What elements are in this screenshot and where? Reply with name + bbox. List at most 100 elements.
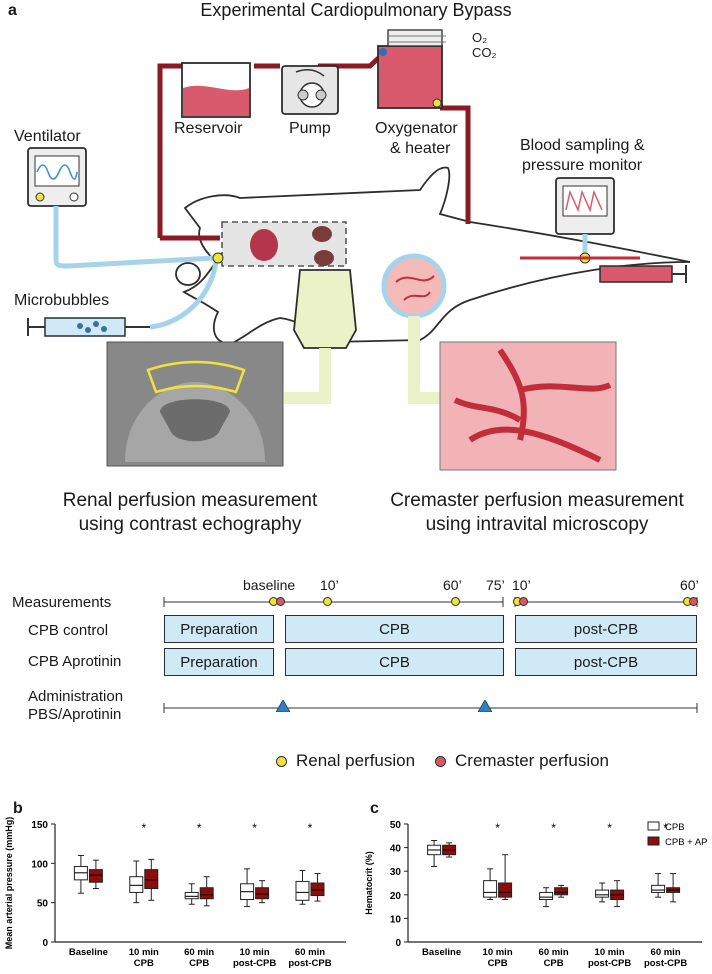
microbubbles-label: Microbubbles	[14, 292, 110, 309]
x-tick-label: CPB	[488, 958, 508, 969]
oxygenator-icon	[377, 29, 446, 109]
renal-caption-line2: using contrast echography	[78, 514, 302, 535]
blood-syringe-icon	[599, 265, 687, 283]
ultrasound-probe-icon	[284, 269, 357, 404]
x-tick-label: post-CPB	[644, 958, 687, 969]
echography-image	[106, 341, 284, 467]
box-iqr	[483, 880, 498, 898]
time-label-75: 75’	[486, 577, 505, 593]
oxygenator-label: Oxygenator	[375, 120, 458, 137]
renal-dot-10	[323, 597, 332, 606]
significance-marker: *	[252, 821, 257, 835]
box-iqr	[651, 884, 666, 893]
microbubbles-syringe-icon	[27, 261, 219, 337]
x-tick-label: 60 min	[539, 947, 569, 958]
ventilator-icon	[27, 147, 215, 269]
time-label-post-60: 60’	[680, 577, 699, 593]
heater-label: & heater	[390, 140, 451, 157]
phase-cpb-aprotinin: CPB	[285, 648, 504, 676]
x-tick-label: post-CPB	[588, 958, 631, 969]
cremaster-dot-post-60	[689, 597, 698, 606]
x-tick-label: 60 min	[651, 947, 681, 958]
reservoir-label: Reservoir	[174, 120, 243, 137]
y-axis-label: Mean arterial pressure (mmHg)	[4, 817, 14, 950]
phase-preparation-aprotinin: Preparation	[164, 648, 274, 676]
row-label-pbs-aprotinin: PBS/Aprotinin	[28, 706, 122, 723]
y-tick-label: 150	[31, 820, 48, 831]
y-axis-label: Hematocrit (%)	[364, 851, 374, 915]
row-label-measurements: Measurements	[12, 594, 112, 611]
phase-cpb-control: CPB	[285, 615, 504, 643]
x-tick-label: 60 min	[295, 947, 325, 958]
cpb-schematic	[27, 29, 691, 471]
x-tick-label: 10 min	[595, 947, 625, 958]
y-tick-label: 50	[390, 820, 402, 831]
cremaster-dot-post-10	[519, 597, 528, 606]
pump-icon	[281, 65, 339, 115]
diagram-title: Experimental Cardiopulmonary Bypass	[200, 0, 512, 20]
x-tick-label: 10 min	[129, 947, 159, 958]
cannula-point	[212, 252, 224, 264]
cremaster-window	[381, 253, 447, 404]
microscopy-image	[439, 341, 617, 471]
legend-swatch	[647, 821, 660, 831]
legend-renal-label: Renal perfusion	[296, 751, 416, 770]
y-tick-label: 10	[390, 914, 402, 925]
y-tick-label: 0	[42, 938, 48, 949]
pressure-monitor-label: pressure monitor	[522, 157, 643, 174]
time-label-post-10: 10’	[512, 577, 531, 593]
x-tick-label: CPB	[544, 958, 564, 969]
y-tick-label: 20	[390, 891, 402, 902]
panel-letter-b: b	[13, 800, 23, 817]
row-label-cpb-aprotinin: CPB Aprotinin	[28, 653, 122, 670]
x-tick-label: Baseline	[69, 947, 108, 958]
panel-letter-a: a	[8, 2, 17, 19]
box-iqr	[498, 882, 513, 898]
significance-marker: *	[308, 821, 313, 835]
box-iqr	[554, 887, 569, 896]
x-tick-label: 10 min	[240, 947, 270, 958]
significance-marker: *	[551, 821, 556, 835]
renal-dot-60	[451, 597, 460, 606]
cremaster-caption-line2: using intravital microscopy	[425, 514, 649, 535]
x-tick-label: 10 min	[483, 947, 513, 958]
box-iqr	[184, 891, 199, 900]
timeline-axes	[163, 597, 698, 713]
box-iqr	[539, 891, 554, 901]
x-tick-label: Baseline	[422, 947, 461, 958]
x-tick-label: post-CPB	[288, 958, 331, 969]
pressure-monitor-icon	[520, 177, 640, 264]
significance-marker: *	[495, 821, 500, 835]
panel-letter-c: c	[370, 800, 379, 817]
phase-post-cpb-control: post-CPB	[515, 615, 697, 643]
cremaster-dot-baseline	[276, 597, 285, 606]
box-iqr	[129, 876, 144, 893]
box-iqr	[255, 887, 270, 900]
co2-label: CO₂	[472, 45, 497, 60]
time-label-10: 10’	[320, 577, 339, 593]
y-tick-label: 50	[37, 899, 49, 910]
o2-label: O₂	[472, 30, 488, 45]
phase-preparation-control: Preparation	[164, 615, 274, 643]
admin-marker-75	[478, 700, 492, 712]
y-tick-label: 0	[395, 938, 401, 949]
legend-swatch	[647, 836, 660, 846]
legend-label: CPB	[665, 822, 685, 833]
box-iqr	[144, 869, 159, 890]
row-label-administration: Administration	[28, 688, 124, 705]
x-tick-label: 60 min	[184, 947, 214, 958]
admin-marker-baseline	[276, 700, 290, 712]
significance-marker: *	[607, 821, 612, 835]
box-iqr	[295, 880, 310, 901]
x-tick-label: post-CPB	[233, 958, 276, 969]
significance-marker: *	[141, 821, 146, 835]
legend-cremaster-dot	[435, 756, 446, 767]
phase-post-cpb-aprotinin: post-CPB	[515, 648, 697, 676]
time-label-baseline: baseline	[243, 577, 296, 593]
box-iqr	[199, 887, 214, 900]
kidney-organs	[250, 226, 334, 266]
y-tick-label: 40	[390, 844, 402, 855]
cpb-tubing	[157, 53, 471, 241]
